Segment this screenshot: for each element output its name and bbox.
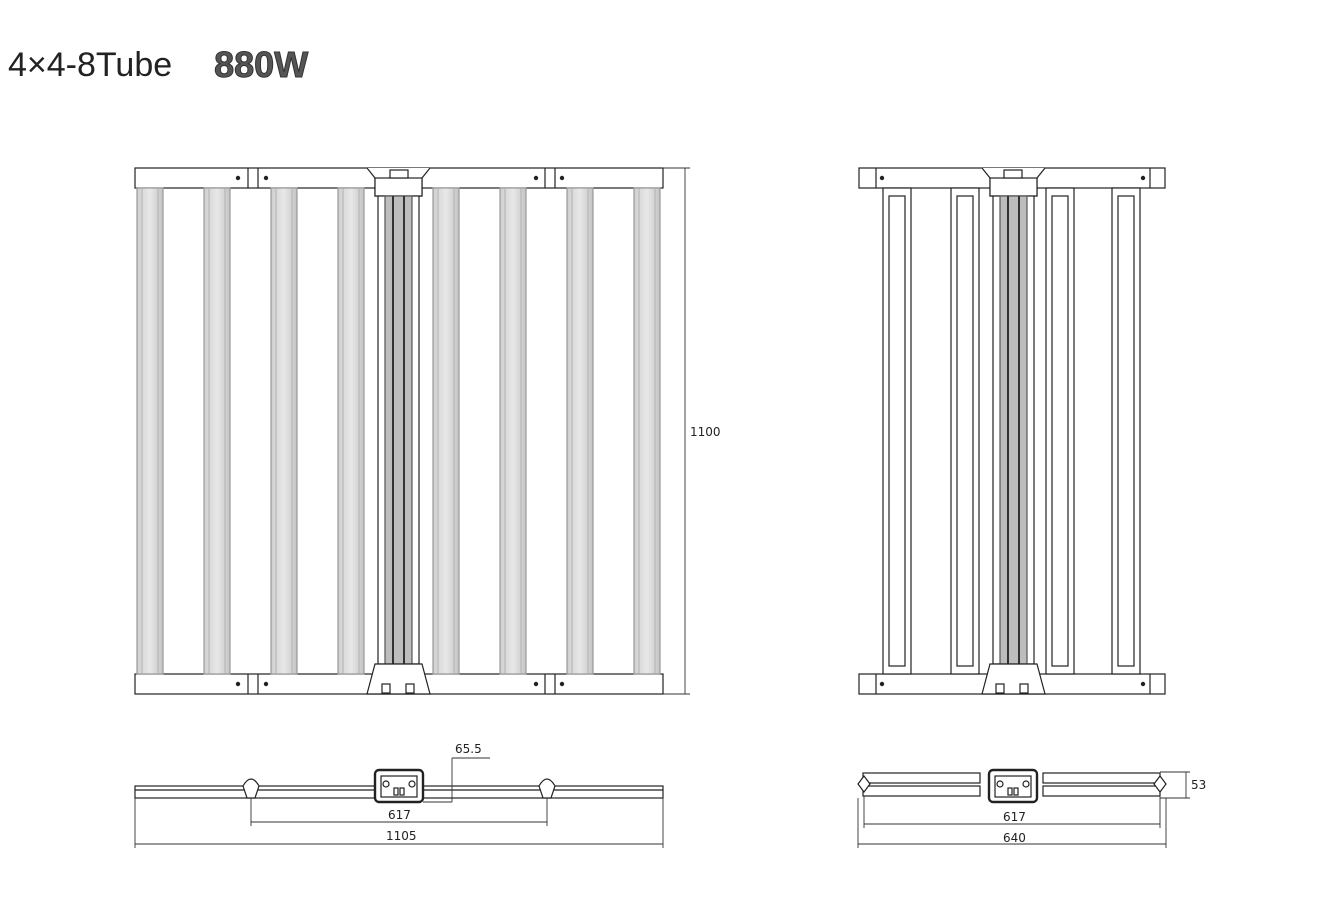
height-dimension (663, 167, 690, 695)
depth-offset-label: 65.5 (455, 742, 482, 756)
rail-hinges (235, 168, 565, 694)
front-inner-width-label: 617 (388, 808, 411, 822)
folded-height-label: 53 (1191, 778, 1206, 792)
height-label: 1100 (690, 425, 721, 439)
folded-driver-spine (981, 167, 1046, 695)
folded-view (858, 167, 1166, 695)
front-profile (134, 757, 664, 848)
folded-inner-width-label: 617 (1003, 810, 1026, 824)
front-total-width-label: 1105 (386, 829, 417, 843)
power-rating: 880W (214, 44, 309, 86)
front-view (134, 167, 690, 695)
folded-total-width-label: 640 (1003, 831, 1026, 845)
title-bar: 4×4-8Tube 880W (8, 40, 309, 90)
folded-tubes (882, 187, 1141, 675)
folded-profile (857, 768, 1190, 848)
model-name: 4×4-8Tube (8, 45, 173, 84)
led-tubes (136, 187, 661, 675)
driver-spine (366, 167, 431, 695)
